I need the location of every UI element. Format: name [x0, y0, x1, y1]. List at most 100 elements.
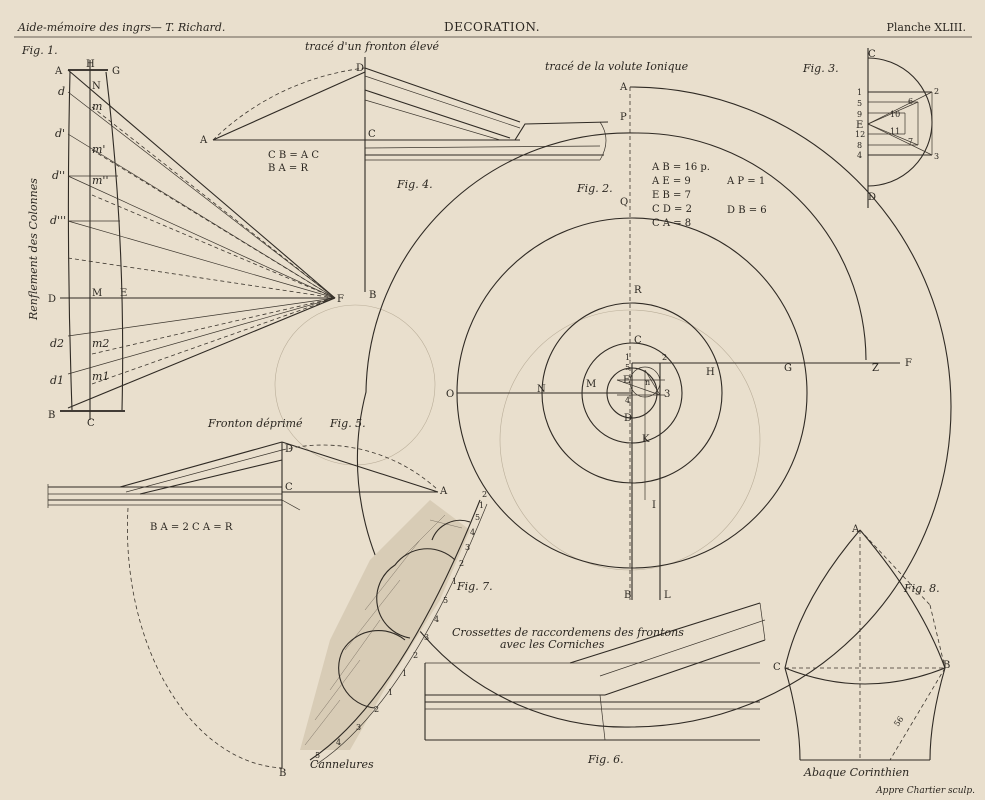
figure-3: Fig. 3. C 1 2 5 6 9 10 E 12 11 8 7 4 3 D: [802, 48, 939, 208]
label-fig3-points-11: 7: [908, 137, 913, 146]
fig4-label: Fig. 4.: [396, 178, 433, 191]
label-fig2-points-20: H: [706, 367, 715, 378]
label-fig2-points-13: K: [642, 434, 650, 445]
label-fig1-points-12: M: [92, 288, 102, 299]
label-fig1-points-7: m': [92, 143, 105, 156]
label-fig2-formulas-4: C A = 8: [652, 218, 691, 229]
label-fig2-points-2: Q: [620, 197, 628, 208]
label-fig1-points-13: E: [120, 288, 127, 299]
fig5-title: Fronton déprimé: [207, 417, 303, 430]
label-fig2-points-4: C: [634, 335, 642, 346]
label-fig5-points-0: D: [285, 444, 293, 455]
label-fig3-points-5: 9: [857, 110, 862, 119]
label-fig4-points-0: A: [199, 135, 208, 146]
label-fig4-points-1: D: [356, 63, 364, 74]
label-fig3-points-4: 6: [908, 97, 913, 106]
label-fig1-points-6: d': [55, 127, 65, 140]
label-fig4-points-2: C: [368, 129, 376, 140]
label-fig2-points-0: A: [619, 82, 628, 93]
label-fig2-formulas-5: A P = 1: [726, 176, 765, 187]
label-fig7-scale-12: 3: [465, 543, 470, 552]
figure-5: Fronton déprimé Fig. 5. D C A B B A = 2 …: [47, 417, 448, 779]
header-right: Planche XLIII.: [887, 21, 966, 34]
fig5-formula: B A = 2 C A = R: [150, 522, 233, 533]
label-fig7-scale-9: 5: [443, 596, 448, 605]
label-fig3-points-1: 1: [857, 88, 862, 97]
label-fig2-points-14: I: [652, 500, 656, 511]
label-fig2-points-12: D: [624, 413, 632, 424]
label-fig2-points-8: E: [623, 375, 630, 386]
fig7-label: Fig. 7.: [456, 580, 493, 593]
label-fig2-points-21: G: [784, 363, 792, 374]
label-fig2-points-6: 5: [625, 363, 630, 372]
label-fig2-points-17: O: [446, 389, 454, 400]
label-fig1-points-5: m: [92, 100, 102, 113]
label-fig7-scale-5: 1: [402, 669, 407, 678]
figure-4: tracé d'un fronton élevé Fig. 4. A D C B…: [199, 40, 609, 301]
label-fig2-formulas-6: D B = 6: [727, 205, 767, 216]
label-fig1-points-17: d1: [50, 374, 64, 387]
label-fig2-points-10: 4: [625, 396, 630, 405]
label-fig2-formulas-1: A E = 9: [651, 176, 691, 187]
label-fig7-scale-10: 1: [452, 577, 457, 586]
fig4-title: tracé d'un fronton élevé: [305, 40, 440, 53]
label-fig7-scale-16: 2: [482, 490, 487, 499]
fig2-label: Fig. 2.: [576, 182, 613, 195]
fig6-title-2: avec les Corniches: [500, 638, 605, 651]
label-fig7-scale-14: 5: [475, 513, 480, 522]
label-fig1-points-2: G: [112, 66, 120, 77]
label-fig7-scale-15: 1: [479, 501, 484, 510]
label-fig2-points-23: F: [905, 358, 912, 369]
label-fig8-points-1: C: [773, 662, 781, 673]
fig1-title: Renflement des Colonnes: [27, 178, 40, 321]
figure-7: Fig. 7. Cannelures 5 4 3 2 1 1 2 3 4 5 1…: [300, 490, 493, 771]
figure-1: Fig. 1. Renflement des Colonnes A H G N …: [21, 44, 344, 429]
label-fig3-points-6: 10: [890, 110, 900, 119]
label-fig1-points-16: m2: [92, 337, 109, 350]
label-fig5-points-1: C: [285, 482, 293, 493]
fig4-formula-1: C B = A C: [268, 150, 319, 161]
label-fig3-points-2: 2: [934, 87, 939, 96]
label-fig3-points-13: 3: [934, 152, 939, 161]
label-fig1-points-8: d'': [52, 169, 65, 182]
label-fig2-points-5: 1: [625, 353, 630, 362]
label-fig8-points-0: A: [851, 524, 860, 535]
label-fig7-scale-0: 5: [315, 751, 320, 760]
fig2-title: tracé de la volute Ionique: [545, 60, 689, 73]
label-fig2-formulas-0: A B = 16 p.: [651, 162, 710, 173]
label-fig3-points-3: 5: [857, 99, 862, 108]
label-fig7-scale-8: 4: [434, 615, 439, 624]
label-fig1-points-1: H: [86, 59, 95, 70]
fig3-label: Fig. 3.: [802, 62, 839, 75]
label-fig2-points-11: 3: [664, 389, 670, 400]
label-fig1-points-0: A: [54, 66, 63, 77]
label-fig1-points-15: d2: [50, 337, 64, 350]
label-fig7-scale-13: 4: [470, 528, 475, 537]
label-fig2-points-18: N: [537, 384, 546, 395]
label-fig2-points-22: Z: [872, 363, 879, 374]
label-fig1-points-11: D: [48, 294, 56, 305]
figure-2: tracé de la volute Ionique Fig. 2. A P Q…: [356, 60, 952, 728]
footer-engraver: Appre Chartier sculp.: [875, 786, 975, 796]
label-fig7-scale-11: 2: [459, 559, 464, 568]
fig8-label: Fig. 8.: [903, 582, 940, 595]
header-center: DECORATION.: [444, 20, 540, 34]
label-fig1-points-20: C: [87, 418, 95, 429]
fig7-title: Cannelures: [310, 758, 374, 771]
figure-6: Crossettes de raccordemens des frontons …: [424, 602, 766, 766]
label-fig3-points-8: 12: [855, 130, 865, 139]
label-fig7-scale-7: 3: [424, 633, 429, 642]
label-fig3-points-10: 8: [857, 141, 862, 150]
label-fig3-points-12: 4: [857, 151, 862, 160]
label-fig2-points-19: M: [586, 379, 596, 390]
label-fig2-formulas-3: C D = 2: [652, 204, 692, 215]
label-fig7-scale-1: 4: [336, 738, 341, 747]
label-fig3-points-7: E: [856, 120, 863, 131]
fig5-label: Fig. 5.: [329, 417, 366, 430]
label-fig2-points-3: R: [634, 285, 642, 296]
figure-8: Fig. 8. Abaque Corinthien A C B 56: [773, 524, 950, 779]
label-fig3-points-14: D: [868, 192, 876, 203]
label-fig2-points-1: P: [620, 112, 627, 123]
ghost-circle: [274, 304, 436, 466]
label-fig1-points-10: d''': [50, 214, 66, 227]
